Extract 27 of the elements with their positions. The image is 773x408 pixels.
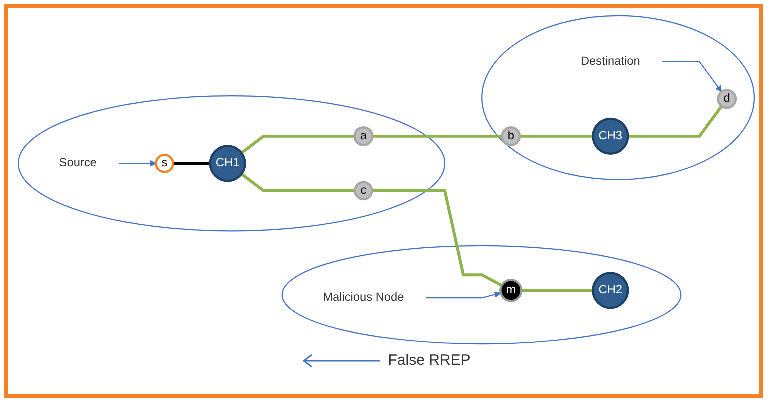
connector (240, 173, 356, 192)
node-circle: CH3 (592, 118, 630, 155)
cluster (482, 15, 756, 180)
node-text: Source (59, 157, 97, 170)
connector (173, 162, 210, 166)
arrow (426, 292, 502, 299)
node-circle: c (354, 181, 374, 201)
connector (372, 134, 502, 138)
node-text: Destination (580, 55, 640, 68)
connector (628, 105, 724, 138)
arrow-label: False RREP (388, 352, 471, 369)
node-circle: d (717, 89, 738, 110)
arrow (119, 160, 157, 167)
node-circle: CH2 (592, 272, 630, 310)
cluster (282, 245, 682, 345)
node-circle: s (155, 154, 174, 174)
node-circle: b (501, 126, 522, 146)
node-circle: CH1 (209, 145, 246, 182)
connector (372, 189, 503, 288)
connector (520, 134, 594, 138)
arrow (662, 61, 722, 92)
node-circle: a (354, 126, 374, 146)
node-text: Malicious Node (323, 291, 404, 304)
connector (522, 289, 594, 292)
node-circle: m (500, 279, 523, 302)
connector (240, 134, 355, 154)
cluster (18, 96, 446, 232)
